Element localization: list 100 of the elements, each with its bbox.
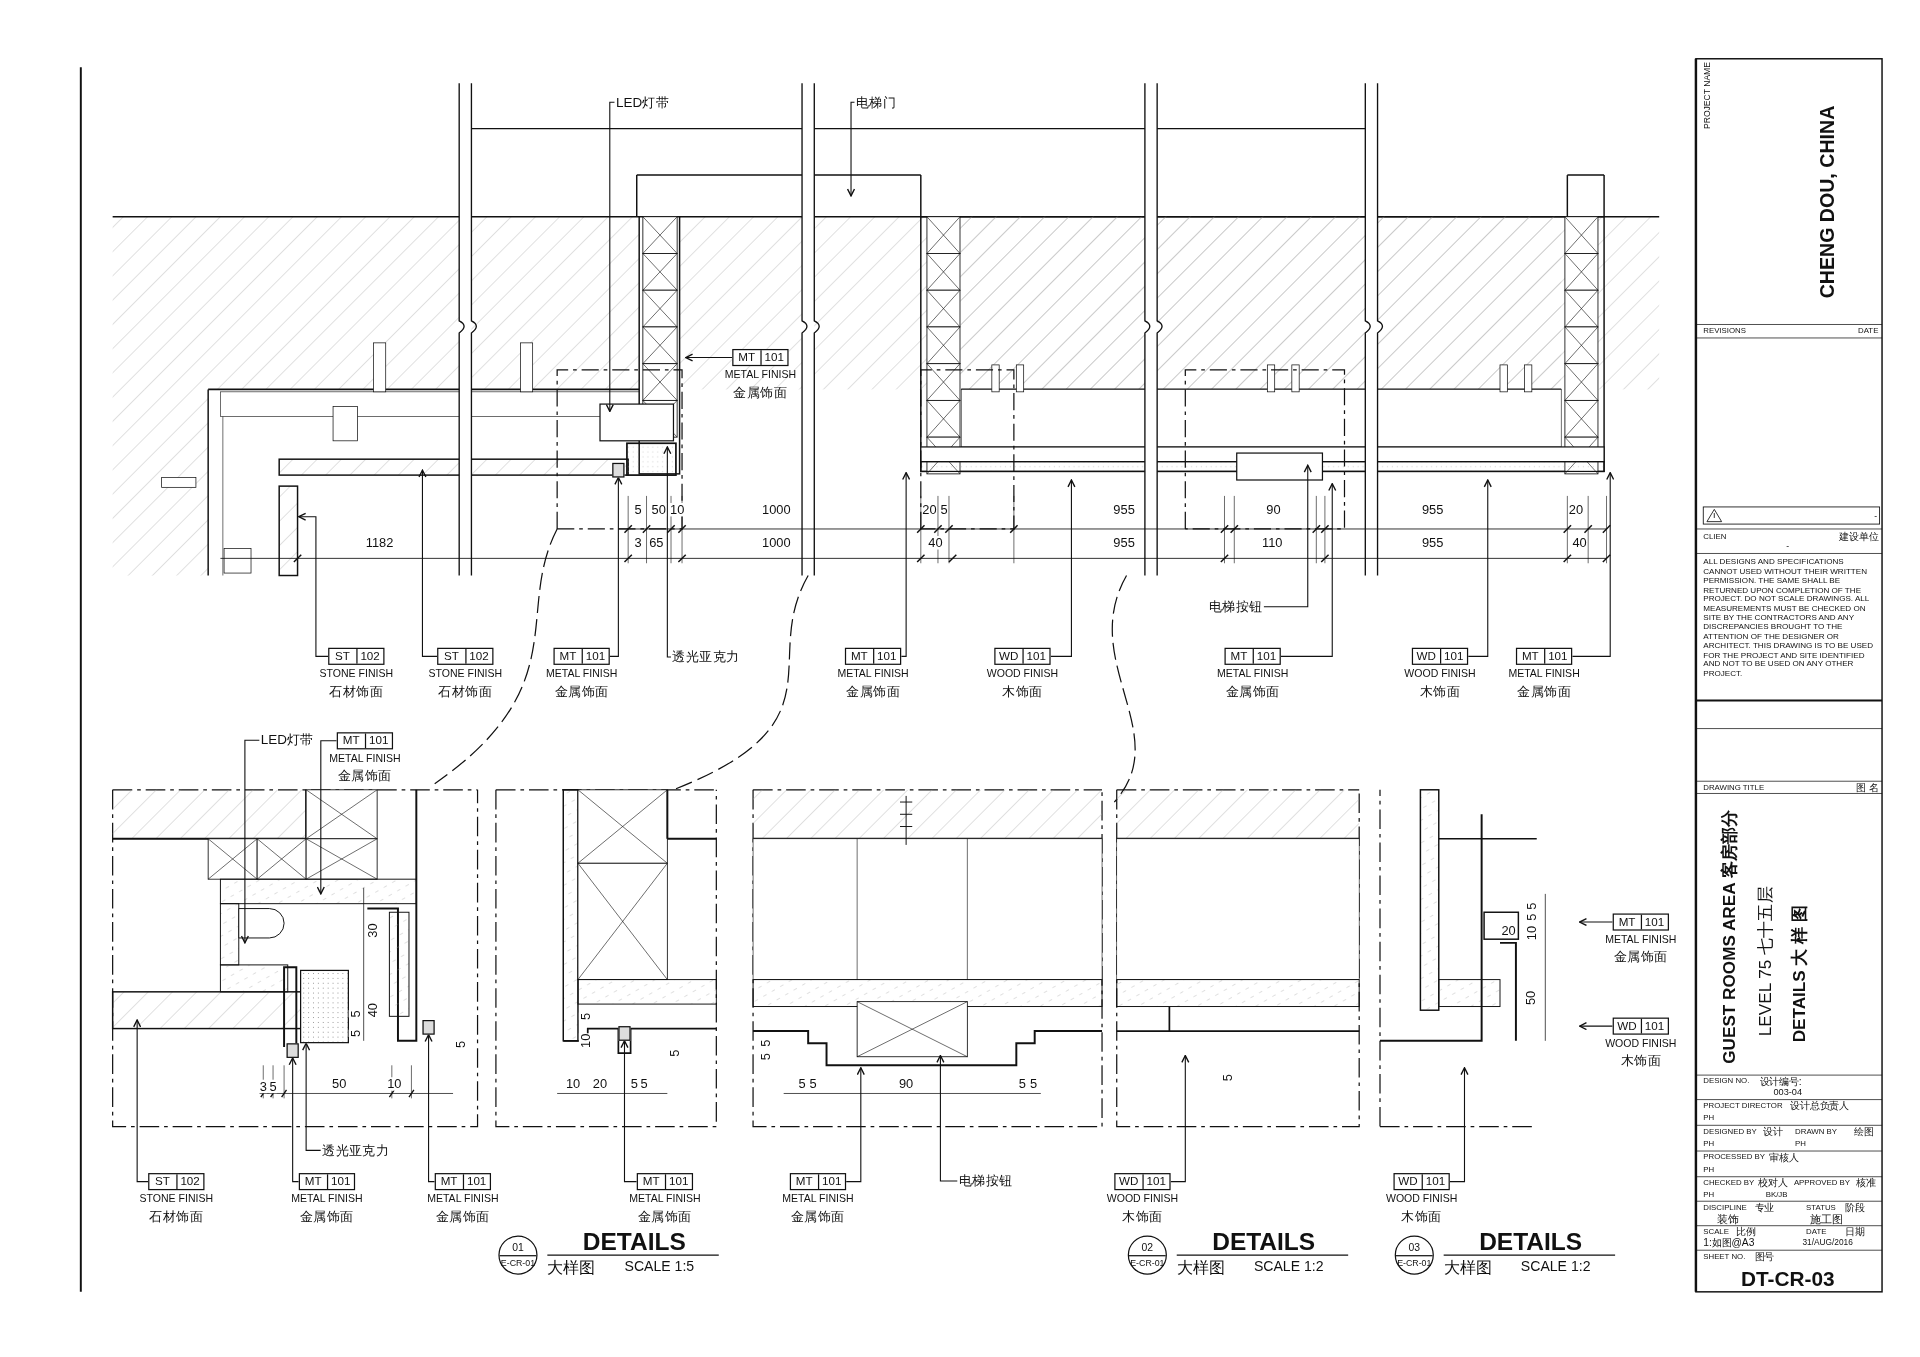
finish-name-chinese: 金属饰面: [791, 1209, 845, 1224]
detail-subtitle: 大样图: [1443, 1259, 1492, 1276]
leader-line: [302, 1042, 322, 1151]
finish-name: WOOD FINISH: [1106, 1193, 1179, 1205]
finish-name: METAL FINISH: [1217, 668, 1289, 680]
finish-name: WOOD FINISH: [1605, 1038, 1677, 1049]
detail-reference-circle: [498, 1235, 538, 1275]
material-tag: [298, 1173, 356, 1191]
leader-line: [685, 353, 733, 362]
callout-text: 透光亚克力: [320, 1142, 391, 1159]
callout-text: 电梯按钮: [1207, 598, 1264, 615]
finish-name-chinese: 金属饰面: [1517, 684, 1571, 698]
title-block-text: 日期: [1845, 1226, 1865, 1237]
metal-trim: [612, 462, 625, 478]
dimension-text: 90: [898, 1077, 914, 1091]
material-tag: [732, 349, 789, 367]
title-block-text: 核准: [1856, 1177, 1876, 1188]
material-code: MT: [737, 350, 757, 365]
dimension-text: 5: [630, 1077, 638, 1091]
material-number: 101: [1439, 649, 1467, 664]
sheet-reference: E-CR-01: [499, 1258, 537, 1268]
dimension-text: 5: [454, 1040, 467, 1049]
material-code: MT: [341, 733, 361, 749]
callout-text: LED灯带: [614, 94, 671, 111]
finish-name: METAL FINISH: [291, 1193, 363, 1205]
metal-trim: [286, 1043, 299, 1058]
dimension-text: 5: [798, 1077, 806, 1091]
material-number: 101: [364, 733, 392, 749]
leader-line: [1578, 1022, 1614, 1031]
finish-name-chinese: 石材饰面: [438, 684, 493, 698]
material-number: 101: [1640, 914, 1668, 930]
title-block-text: 1:如图@A3: [1703, 1237, 1755, 1248]
leader-line: [1449, 1067, 1469, 1183]
dimension-text: 5: [348, 1010, 362, 1018]
dimension-text: 1182: [365, 536, 394, 549]
dimension-text: 10: [1525, 925, 1539, 941]
title-block-text: 比例: [1736, 1226, 1756, 1237]
material-code: ST: [154, 1174, 171, 1189]
material-code: WD: [997, 649, 1020, 664]
leader-line: [424, 1034, 436, 1183]
title-block-text: 绘图: [1853, 1126, 1874, 1137]
callout-text: LED灯带: [259, 732, 316, 749]
dimension-text: 1000: [762, 536, 791, 549]
title-block-text: 装饰: [1716, 1214, 1739, 1226]
finish-name: METAL FINISH: [724, 369, 797, 381]
detail-number: 02: [1140, 1242, 1155, 1254]
leader-line: [240, 739, 261, 944]
dimension-text: 10: [565, 1077, 581, 1091]
dimension-text: 5: [1525, 913, 1539, 921]
dimension-text: 5: [809, 1077, 817, 1091]
finish-name: WOOD FINISH: [1385, 1193, 1458, 1205]
finish-name-chinese: 金属饰面: [435, 1209, 490, 1224]
finish-name-chinese: 木饰面: [1002, 684, 1043, 698]
dimension-text: 5: [348, 1029, 362, 1038]
leader-line: [900, 471, 911, 657]
finish-name: METAL FINISH: [782, 1193, 854, 1205]
leader-line: [1050, 479, 1076, 657]
finish-name-chinese: 金属饰面: [846, 684, 900, 698]
material-tag: [1114, 1173, 1171, 1191]
material-number: 101: [664, 1174, 692, 1189]
finish-name-chinese: 金属饰面: [337, 769, 392, 783]
title-block-text: -: [1874, 511, 1878, 520]
material-code: MT: [1617, 914, 1637, 930]
title-block-text: 31/AUG/2016: [1802, 1238, 1853, 1247]
material-number: 102: [355, 649, 384, 664]
finish-name: STONE FINISH: [428, 668, 503, 680]
dimension-text: 5: [269, 1079, 277, 1093]
title-block-text: 专业: [1754, 1202, 1775, 1213]
finish-name-chinese: 石材饰面: [329, 684, 384, 698]
finish-name: STONE FINISH: [319, 668, 394, 680]
dimension-text: 20: [922, 502, 937, 516]
finish-name: METAL FINISH: [629, 1193, 701, 1205]
dimension-text: 955: [1421, 536, 1444, 549]
finish-name-chinese: 金属饰面: [637, 1209, 692, 1224]
material-tag: [789, 1173, 847, 1191]
leader-line: [418, 469, 438, 657]
finish-name: METAL FINISH: [837, 668, 909, 680]
material-number: 101: [817, 1174, 845, 1189]
scale-text: SCALE 1:2: [1520, 1260, 1591, 1275]
drawing-title: DETAILS 大 样 图: [1790, 904, 1808, 1043]
leader-line: [1280, 483, 1337, 657]
callout-text: 电梯门: [854, 94, 898, 111]
dimension-text: 40: [928, 536, 943, 549]
material-code: MT: [1520, 649, 1540, 664]
detail-title: DETAILS: [582, 1229, 686, 1254]
dimension-text: 5: [668, 1049, 682, 1057]
material-number: 101: [759, 350, 788, 365]
material-code: MT: [303, 1174, 323, 1189]
material-number: 102: [175, 1174, 204, 1189]
finish-name: WOOD FINISH: [1404, 668, 1476, 680]
dimension-text: 955: [1113, 502, 1135, 516]
dimension-text: 5: [640, 1077, 648, 1091]
material-code: MT: [1229, 649, 1249, 664]
leader-line: [609, 476, 623, 657]
material-code: WD: [1397, 1174, 1419, 1189]
dimension-text: 20: [1568, 502, 1584, 516]
material-tag: [553, 647, 610, 665]
detail-number: 03: [1407, 1242, 1422, 1254]
finish-name: STONE FINISH: [139, 1193, 214, 1205]
finish-name-chinese: 木饰面: [1620, 1054, 1661, 1068]
